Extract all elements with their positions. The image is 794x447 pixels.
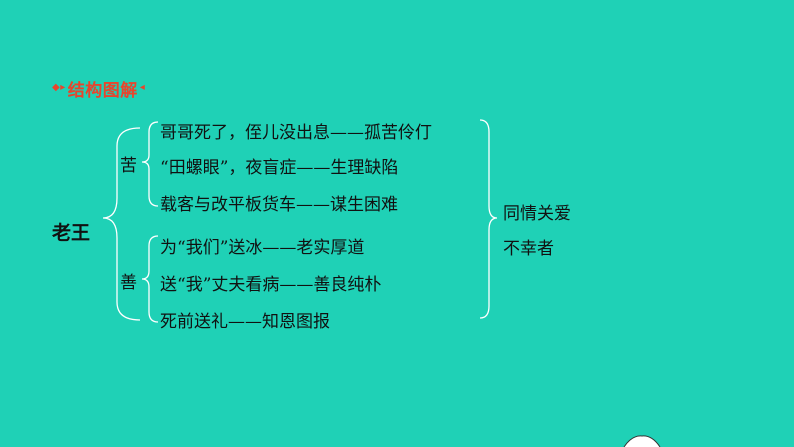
branch-ku-bracket xyxy=(141,121,159,207)
branch-ku-item-3: 载客与改平板货车——谋生困难 xyxy=(160,195,398,215)
heading-right-marker-icon: ◂ xyxy=(139,82,146,93)
branch-label-ku: 苦 xyxy=(120,156,137,176)
heading-left-marker-icon: ◆▸ xyxy=(52,82,66,93)
heading-title: 结构图解 xyxy=(67,80,138,101)
branch-shan-item-2: 送“我”丈夫看病——善良纯朴 xyxy=(160,275,382,295)
section-heading: ◆▸ 结构图解 ◂ xyxy=(52,76,146,101)
branch-shan-bracket xyxy=(141,235,159,323)
conclusion-bracket xyxy=(479,119,498,319)
branch-ku-item-1: 哥哥死了，侄儿没出息——孤苦伶仃 xyxy=(160,123,432,143)
branch-ku-item-2: “田螺眼”，夜盲症——生理缺陷 xyxy=(160,158,399,178)
conclusion-line-2: 不幸者 xyxy=(503,239,554,259)
conclusion-line-1: 同情关爱 xyxy=(503,204,571,224)
root-node: 老王 xyxy=(52,222,91,244)
branch-label-shan: 善 xyxy=(120,273,137,293)
branch-shan-item-1: 为“我们”送冰——老实厚道 xyxy=(160,238,365,258)
decorative-corner-icon xyxy=(623,435,661,447)
branch-shan-item-3: 死前送礼——知恩图报 xyxy=(160,312,330,332)
